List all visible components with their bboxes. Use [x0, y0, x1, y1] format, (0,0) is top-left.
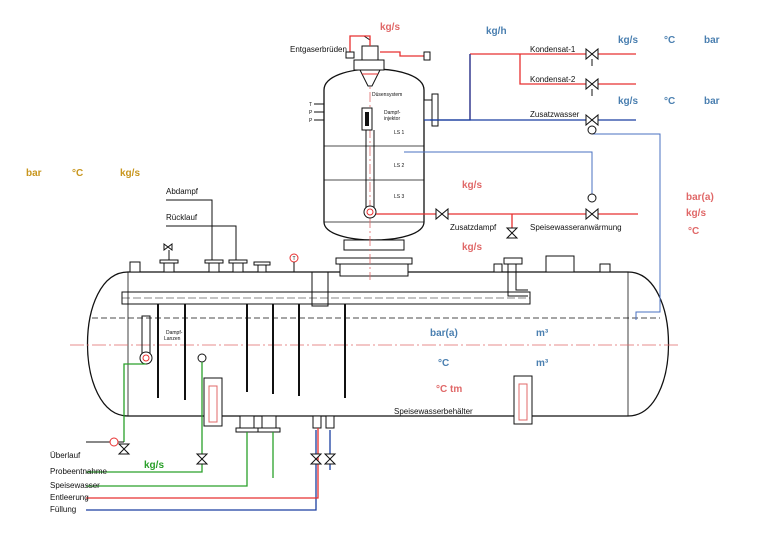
zusatzwasser-bar-unit: bar — [704, 96, 720, 107]
drain-pot-right — [513, 375, 533, 425]
entgaserbruden-label: Entgaserbrüden — [290, 45, 347, 54]
ls1-label: LS 1 — [394, 130, 405, 136]
right-bara-unit: bar(a) — [686, 192, 714, 203]
valve-actuator-uberlauf — [109, 437, 119, 447]
entleerung-line — [86, 428, 319, 499]
kondensat-2-label: Kondensat-2 — [530, 75, 576, 84]
abdampf-label: Abdampf — [166, 187, 199, 196]
ls3-label: LS 3 — [394, 194, 405, 200]
sample-connection — [197, 353, 207, 363]
column-left-taps — [314, 103, 324, 121]
safety-valve-icon — [163, 243, 173, 251]
zusatzwasser-temp-unit: °C — [664, 96, 675, 107]
kondensat-kgs-unit: kg/s — [618, 35, 638, 46]
feedwater-lines — [86, 54, 636, 511]
left-bar-unit: bar — [26, 168, 42, 179]
valves — [117, 47, 599, 465]
nozzle-system — [353, 59, 385, 87]
dampf-injektor-label-1: Dampf- — [384, 110, 401, 116]
injector-inlet-flange — [363, 205, 377, 219]
left-temp-unit: °C — [72, 168, 83, 179]
control-lines — [404, 133, 661, 320]
right-kgs-unit: kg/s — [686, 208, 706, 219]
entleerung-label: Entleerung — [50, 493, 89, 502]
steam-lances — [157, 304, 346, 400]
zusatzdampf-label: Zusatzdampf — [450, 223, 497, 232]
zusatzwasser-label: Zusatzwasser — [530, 110, 580, 119]
steam-distributor-pipe — [121, 271, 531, 307]
t-gauge-label: T — [292, 256, 295, 262]
column-manhole — [423, 93, 439, 127]
vent-kgs-unit: kg/s — [380, 22, 400, 33]
drain-pot-left — [203, 377, 223, 427]
p-tap-label-2: P — [309, 118, 313, 124]
ls2-label: LS 2 — [394, 163, 405, 169]
vent-flange — [423, 51, 431, 61]
kondensat-bar-unit: bar — [704, 35, 720, 46]
zusatzwasser-kgs-unit: kg/s — [618, 96, 638, 107]
probeentnahme-label: Probeentnahme — [50, 467, 107, 476]
tank-top-nozzles — [129, 255, 611, 273]
left-kgs-unit: kg/s — [120, 168, 140, 179]
degasser-neck — [335, 239, 413, 277]
tank-temp-unit: °C — [438, 358, 449, 369]
speisewasseranwarmung-label: Speisewasseranwärmung — [530, 223, 622, 232]
storage-tank — [86, 271, 670, 417]
abdampf-rucklauf-lines — [166, 199, 237, 260]
probeentnahme-kgs-unit: kg/s — [144, 460, 164, 471]
fullung-label: Füllung — [50, 505, 76, 514]
top-kgh-unit: kg/h — [486, 26, 507, 37]
uberlauf-label: Überlauf — [50, 451, 81, 460]
dampf-lanzen-label-1: Dampf- — [166, 330, 183, 336]
kondensat-1-label: Kondensat-1 — [530, 45, 576, 54]
dampf-lanzen-label-2: Lanzen — [164, 336, 181, 342]
tank-m3-unit-2: m³ — [536, 358, 549, 369]
bottom-nozzles — [235, 415, 335, 433]
green-drain-lines — [86, 362, 274, 487]
valve-actuator-zusatzwasser — [587, 125, 597, 135]
right-inlet-pipe — [507, 262, 528, 297]
valve-actuator-anwarmung — [587, 193, 597, 203]
lance-flange — [139, 351, 153, 365]
kondensat-temp-unit: °C — [664, 35, 675, 46]
dusensystem-label: Düsensystem — [372, 92, 402, 98]
p-tap-label: P — [309, 110, 313, 116]
tank-m3-unit: m³ — [536, 328, 549, 339]
tank-bara-unit: bar(a) — [430, 328, 458, 339]
tank-temp-tm-unit: °C tm — [436, 384, 462, 395]
speisewasserbehalter-label: Speisewasserbehälter — [394, 407, 473, 416]
rucklauf-label: Rücklauf — [166, 213, 198, 222]
right-temp-unit: °C — [688, 226, 699, 237]
top-vent-nozzle — [361, 45, 379, 61]
t-tap-label: T — [309, 102, 312, 108]
zusatzdampf-kgs-unit: kg/s — [462, 180, 482, 191]
speisewasser-label: Speisewasser — [50, 481, 100, 490]
dampf-injektor-label-2: injektor — [384, 116, 400, 122]
anwarmung-kgs-unit: kg/s — [462, 242, 482, 253]
